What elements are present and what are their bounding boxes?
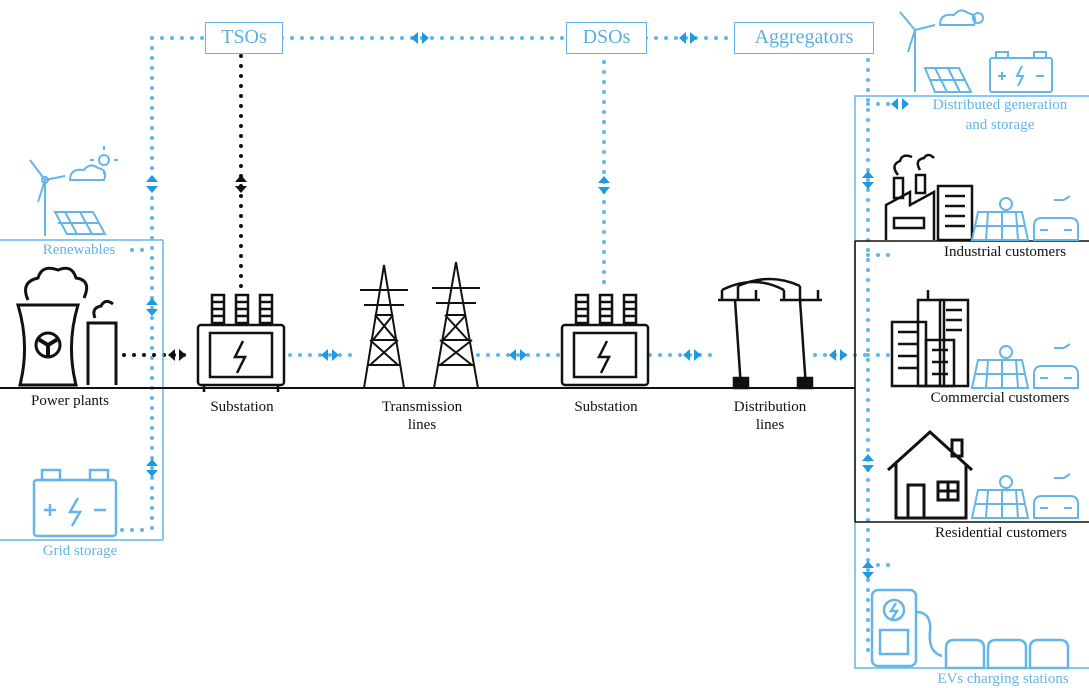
substation-1-icon: [196, 293, 286, 392]
industrial-customers-label: Industrial customers: [943, 244, 1067, 260]
distributed-generation-label-line2: and storage: [965, 117, 1035, 133]
power-plant-icon: [15, 266, 118, 387]
distribution-label-line1: Distribution: [733, 399, 807, 415]
grid-storage-label: Grid storage: [42, 543, 118, 559]
distributed-generation-label-line1: Distributed generation: [932, 97, 1068, 113]
ev-charger-icon: [870, 588, 1070, 670]
renewables-icon: [29, 146, 118, 236]
power-plants-label: Power plants: [31, 393, 109, 409]
commercial-customers-label: Commercial customers: [930, 390, 1070, 406]
transmission-tower-1-icon: [360, 264, 408, 389]
power-links: [122, 54, 243, 357]
distribution-label-line2: lines: [755, 417, 785, 433]
substation-2-label: Substation: [574, 399, 638, 415]
substation-2-icon: [560, 293, 650, 387]
factory-icon: [884, 153, 974, 242]
house-icon: [886, 429, 974, 520]
generation-bracket: [0, 239, 164, 541]
dsos-box: DSOs: [566, 22, 647, 54]
ev-charging-label: EVs charging stations: [937, 671, 1069, 687]
residential-customers-label: Residential customers: [934, 525, 1068, 541]
distribution-poles-icon: [718, 277, 822, 390]
renewables-label: Renewables: [42, 242, 116, 258]
transmission-label-line1: Transmission: [381, 399, 463, 415]
tsos-box: TSOs: [205, 22, 283, 54]
battery-icon: [32, 468, 118, 538]
distributed-generation-icon: [899, 9, 1053, 93]
residential-solar-ev-icon: [970, 473, 1079, 519]
transmission-label-line2: lines: [407, 417, 437, 433]
office-building-icon: [890, 290, 970, 388]
industrial-solar-ev-icon: [970, 195, 1079, 241]
aggregators-box: Aggregators: [734, 22, 874, 54]
customer-brackets: [854, 95, 1089, 669]
commercial-solar-ev-icon: [970, 343, 1079, 389]
substation-1-label: Substation: [210, 399, 274, 415]
transmission-tower-2-icon: [432, 261, 480, 389]
